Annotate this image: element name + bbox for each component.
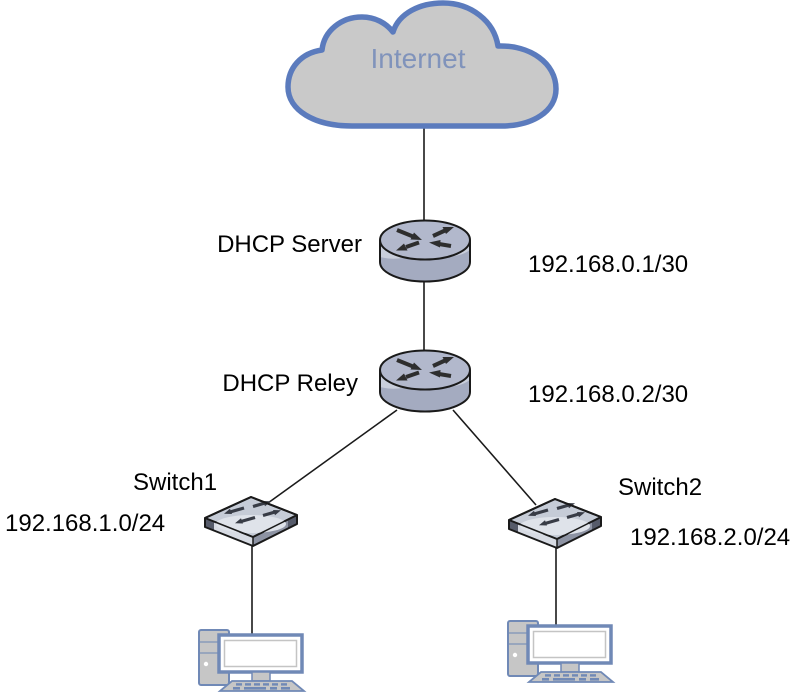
dhcp-server-ip-label: 192.168.0.1/30: [528, 251, 688, 278]
dhcp-server-label: DHCP Server: [217, 231, 362, 258]
switch1-subnet-label: 192.168.1.0/24: [5, 510, 165, 537]
switch2-label: Switch2: [618, 474, 702, 501]
router-icon-dhcp-relay: [378, 348, 472, 414]
dhcp-relay-ip-label: 192.168.0.2/30: [528, 381, 688, 408]
switch2-subnet-label: 192.168.2.0/24: [630, 524, 790, 551]
link-dhcp-relay-switch2: [452, 409, 537, 506]
desktop-computer-icon-pc2: [506, 619, 615, 684]
cloud-shape: [285, 0, 559, 129]
router-icon-dhcp-server: [378, 218, 472, 284]
switch1-label: Switch1: [133, 469, 217, 496]
switch-icon-switch2: [507, 497, 603, 550]
dhcp-relay-label: DHCP Reley: [222, 370, 358, 397]
internet-cloud-icon: Internet: [285, 0, 559, 129]
desktop-computer-icon-pc1: [197, 628, 306, 693]
internet-label: Internet: [371, 43, 466, 74]
link-dhcp-relay-switch1: [267, 409, 398, 504]
connection-links: [251, 124, 557, 636]
switch-icon-switch1: [203, 495, 299, 548]
